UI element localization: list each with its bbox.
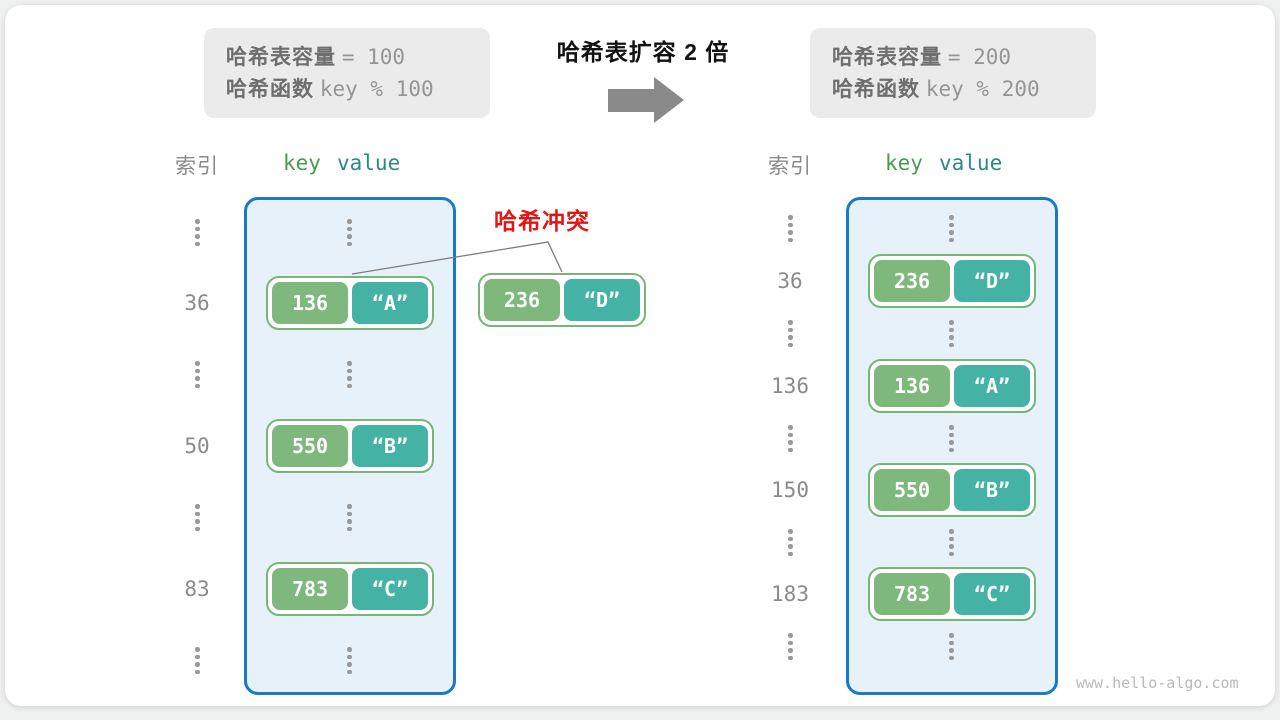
old-pair-136-A: 136 “A” bbox=[266, 276, 434, 330]
old-index-36: 36 bbox=[184, 291, 210, 315]
old-key-header: key bbox=[283, 151, 321, 175]
old-pair-136-value: “A” bbox=[352, 282, 428, 324]
old-index-50: 50 bbox=[184, 434, 210, 458]
old-pair-783-key: 783 bbox=[272, 568, 348, 610]
new-pair-236-D: 236 “D” bbox=[868, 254, 1036, 308]
colliding-pair-236-key: 236 bbox=[484, 279, 560, 321]
new-pair-136-value: “A” bbox=[954, 365, 1030, 407]
new-bucket-ellipsis-3 bbox=[949, 425, 954, 452]
new-index-150: 150 bbox=[771, 478, 809, 502]
new-hash-function-value: key % 200 bbox=[925, 76, 1040, 101]
new-index-ellipsis-4 bbox=[788, 529, 793, 556]
old-pair-783-C: 783 “C” bbox=[266, 562, 434, 616]
old-index-ellipsis-2 bbox=[195, 361, 200, 388]
new-pair-783-C: 783 “C” bbox=[868, 567, 1036, 621]
old-pair-550-key: 550 bbox=[272, 425, 348, 467]
old-hash-function-label: 哈希函数 bbox=[226, 77, 314, 101]
hash-collision-label: 哈希冲突 bbox=[494, 208, 590, 234]
old-capacity-line: 哈希表容量 = 100 bbox=[226, 45, 490, 70]
new-bucket-ellipsis-4 bbox=[949, 529, 954, 556]
expand-arrow-head-icon bbox=[654, 77, 684, 123]
new-pair-236-key: 236 bbox=[874, 260, 950, 302]
new-index-183: 183 bbox=[771, 582, 809, 606]
new-pair-550-key: 550 bbox=[874, 469, 950, 511]
old-index-83: 83 bbox=[184, 577, 210, 601]
old-pair-550-B: 550 “B” bbox=[266, 419, 434, 473]
new-index-ellipsis-3 bbox=[788, 425, 793, 452]
old-index-ellipsis-3 bbox=[195, 504, 200, 531]
old-value-header: value bbox=[337, 151, 401, 175]
old-capacity-value: = 100 bbox=[341, 44, 406, 69]
expand-arrow-icon bbox=[608, 89, 654, 112]
new-pair-136-key: 136 bbox=[874, 365, 950, 407]
new-pair-236-value: “D” bbox=[954, 260, 1030, 302]
new-index-ellipsis-2 bbox=[788, 320, 793, 347]
new-capacity-box: 哈希表容量 = 200 哈希函数 key % 200 bbox=[810, 28, 1096, 118]
old-pair-550-value: “B” bbox=[352, 425, 428, 467]
new-pair-783-value: “C” bbox=[954, 573, 1030, 615]
new-index-36: 36 bbox=[777, 269, 803, 293]
colliding-pair-236-D: 236 “D” bbox=[478, 273, 646, 327]
new-index-ellipsis-5 bbox=[788, 633, 793, 660]
old-index-header: 索引 bbox=[175, 155, 219, 178]
new-hash-function-line: 哈希函数 key % 200 bbox=[832, 77, 1096, 102]
old-index-ellipsis-4 bbox=[195, 647, 200, 674]
diagram-title: 哈希表扩容 2 倍 bbox=[556, 39, 730, 65]
new-capacity-label: 哈希表容量 bbox=[832, 45, 942, 69]
new-pair-783-key: 783 bbox=[874, 573, 950, 615]
new-bucket-ellipsis-2 bbox=[949, 320, 954, 347]
new-bucket-ellipsis-1 bbox=[949, 215, 954, 242]
diagram-card bbox=[5, 5, 1275, 706]
new-value-header: value bbox=[939, 151, 1003, 175]
old-pair-136-key: 136 bbox=[272, 282, 348, 324]
colliding-pair-236-value: “D” bbox=[564, 279, 640, 321]
new-capacity-value: = 200 bbox=[947, 44, 1012, 69]
old-hash-function-value: key % 100 bbox=[319, 76, 434, 101]
old-bucket-ellipsis-2 bbox=[347, 361, 352, 388]
old-bucket-ellipsis-4 bbox=[347, 647, 352, 674]
new-index-136: 136 bbox=[771, 374, 809, 398]
old-pair-783-value: “C” bbox=[352, 568, 428, 610]
old-index-ellipsis-1 bbox=[195, 219, 200, 246]
new-pair-550-B: 550 “B” bbox=[868, 463, 1036, 517]
new-index-header: 索引 bbox=[768, 155, 812, 178]
new-pair-550-value: “B” bbox=[954, 469, 1030, 511]
new-key-header: key bbox=[885, 151, 923, 175]
site-watermark: www.hello-algo.com bbox=[1076, 674, 1239, 692]
old-bucket-ellipsis-3 bbox=[347, 504, 352, 531]
old-bucket-ellipsis-1 bbox=[347, 219, 352, 246]
new-hash-function-label: 哈希函数 bbox=[832, 77, 920, 101]
new-pair-136-A: 136 “A” bbox=[868, 359, 1036, 413]
old-capacity-label: 哈希表容量 bbox=[226, 45, 336, 69]
new-bucket-ellipsis-5 bbox=[949, 633, 954, 660]
new-index-ellipsis-1 bbox=[788, 215, 793, 242]
old-capacity-box: 哈希表容量 = 100 哈希函数 key % 100 bbox=[204, 28, 490, 118]
new-capacity-line: 哈希表容量 = 200 bbox=[832, 45, 1096, 70]
old-hash-function-line: 哈希函数 key % 100 bbox=[226, 77, 490, 102]
